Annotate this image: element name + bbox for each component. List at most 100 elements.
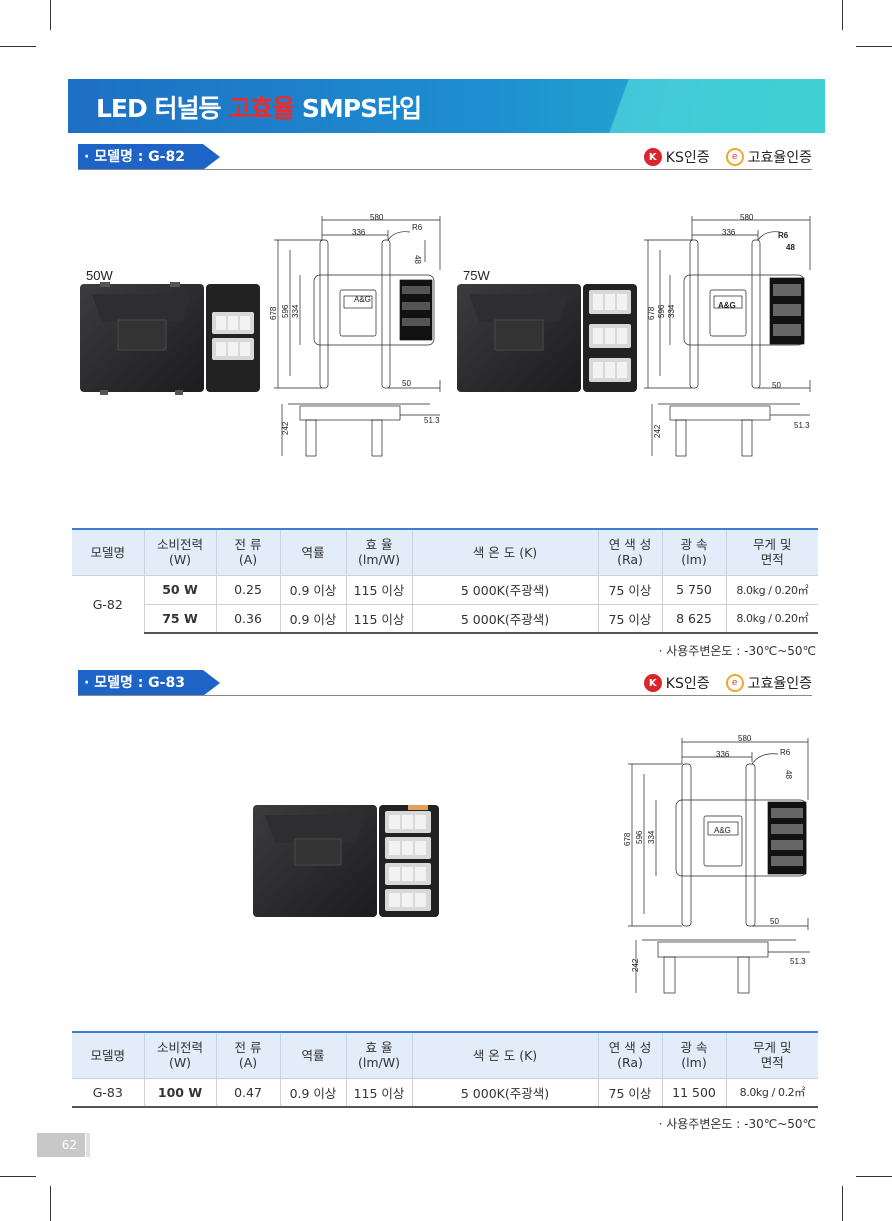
svg-text:678: 678 (623, 832, 632, 846)
header-cell: 전 류(A) (215, 529, 280, 575)
spec-table-g83: 모델명 소비전력(W) 전 류(A) 역률 효 율(lm/W) 색 온 도 (K… (72, 1031, 818, 1108)
lamp-photo-50w (80, 282, 260, 395)
efficiency-cert-label: 고효율인증 (747, 676, 812, 692)
current-cell: 0.25 (215, 574, 280, 604)
efficiency-mark-icon: e (725, 148, 744, 166)
svg-text:48: 48 (786, 243, 795, 252)
svg-text:242: 242 (653, 424, 662, 438)
crop-mark (856, 1176, 892, 1177)
table-row: G-83 100 W 0.47 0.9 이상 115 이상 5 000K(주광색… (72, 1077, 818, 1108)
ks-mark-icon: K (643, 674, 662, 692)
svg-text:336: 336 (722, 228, 736, 237)
header-cell: 광 속(lm) (661, 1032, 726, 1078)
cri-cell: 75 이상 (597, 603, 662, 634)
lamp-photo-100w (253, 805, 439, 917)
svg-text:50: 50 (770, 917, 779, 926)
svg-text:R6: R6 (412, 223, 423, 232)
svg-text:A&G: A&G (354, 295, 371, 304)
svg-text:A&G: A&G (714, 826, 731, 835)
crop-mark (0, 46, 36, 47)
model-label-g82: · 모델명 : G-82 (78, 144, 220, 170)
table-header-row: 모델명 소비전력(W) 전 류(A) 역률 효 율(lm/W) 색 온 도 (K… (72, 529, 818, 575)
page-number-accent (86, 1133, 90, 1157)
power-cell: 50 W (143, 574, 216, 604)
cct-cell: 5 000K(주광색) (411, 603, 598, 634)
svg-text:48: 48 (413, 255, 422, 264)
header-cell: 소비전력(W) (143, 529, 216, 575)
tech-drawing-100w: 580 336 R6 48 678 596 334 A&G 50 242 51.… (623, 734, 810, 994)
photo-label-75w: 75W (463, 268, 490, 283)
efficiency-cell: 115 이상 (345, 1077, 412, 1108)
model-cell: G-82 (72, 574, 144, 633)
lamp-photo-75w (457, 284, 637, 392)
spec-table-g82: 모델명 소비전력(W) 전 류(A) 역률 효 율(lm/W) 색 온 도 (K… (72, 528, 818, 634)
cri-cell: 75 이상 (597, 574, 662, 604)
svg-text:336: 336 (352, 228, 366, 237)
svg-text:48: 48 (784, 770, 793, 779)
svg-text:580: 580 (740, 213, 754, 222)
title-highlight: 고효율 (228, 94, 295, 123)
svg-text:51.3: 51.3 (790, 957, 806, 966)
table-row: 75 W 0.36 0.9 이상 115 이상 5 000K(주광색) 75 이… (72, 603, 818, 634)
crop-mark (842, 1186, 843, 1221)
header-cell: 모델명 (72, 1032, 144, 1078)
svg-text:242: 242 (631, 958, 640, 972)
current-cell: 0.36 (215, 603, 280, 634)
cri-cell: 75 이상 (597, 1077, 662, 1108)
header-cell: 연 색 성(Ra) (597, 529, 662, 575)
header-cell: 역률 (279, 529, 346, 575)
svg-text:596: 596 (657, 304, 666, 318)
header-cell: 역률 (279, 1032, 346, 1078)
svg-text:50: 50 (402, 379, 411, 388)
power-cell: 75 W (143, 603, 216, 634)
svg-text:334: 334 (291, 304, 300, 318)
header-cell: 연 색 성(Ra) (597, 1032, 662, 1078)
flux-cell: 11 500 (661, 1077, 726, 1108)
ks-cert-label: KS인증 (665, 150, 710, 166)
svg-text:50: 50 (772, 381, 781, 390)
crop-mark (0, 1176, 36, 1177)
power-cell: 100 W (143, 1077, 216, 1108)
table-row: G-82 50 W 0.25 0.9 이상 115 이상 5 000K(주광색)… (72, 574, 818, 633)
header-cell: 전 류(A) (215, 1032, 280, 1078)
header-cell: 색 온 도 (K) (411, 529, 598, 575)
svg-text:A&G: A&G (718, 301, 736, 310)
svg-text:R6: R6 (780, 748, 791, 757)
table-header-row: 모델명 소비전력(W) 전 류(A) 역률 효 율(lm/W) 색 온 도 (K… (72, 1032, 818, 1078)
tech-drawing-75w: 580 336 R6 48 678 596 334 A&G 50 242 51.… (644, 213, 811, 457)
efficiency-cell: 115 이상 (345, 574, 412, 604)
model-label-g83: · 모델명 : G-83 (78, 670, 220, 696)
svg-text:51.3: 51.3 (424, 416, 440, 425)
svg-text:51.3: 51.3 (794, 421, 810, 430)
header-cell: 색 온 도 (K) (411, 1032, 598, 1078)
page-number: 62 (37, 1133, 85, 1157)
cct-cell: 5 000K(주광색) (411, 1077, 598, 1108)
weight-cell: 8.0kg / 0.2㎡ (725, 1077, 818, 1108)
svg-text:678: 678 (647, 306, 656, 320)
operating-temp-note-g82: · 사용주변온도 : -30℃~50℃ (658, 644, 816, 658)
header-cell: 모델명 (72, 529, 144, 575)
title-banner: LED 터널등 고효율 SMPS타입 (68, 79, 825, 133)
crop-mark (842, 0, 843, 30)
header-cell: 효 율(lm/W) (345, 1032, 412, 1078)
page-title: LED 터널등 고효율 SMPS타입 (96, 94, 422, 123)
svg-text:596: 596 (635, 830, 644, 844)
current-cell: 0.47 (215, 1077, 280, 1108)
svg-text:580: 580 (738, 734, 752, 743)
weight-cell: 8.0kg / 0.20㎡ (725, 603, 818, 634)
banner-stripe (495, 79, 825, 133)
section-divider (78, 169, 812, 170)
pf-cell: 0.9 이상 (279, 1077, 346, 1108)
svg-text:334: 334 (667, 304, 676, 318)
svg-text:596: 596 (281, 304, 290, 318)
svg-text:334: 334 (647, 830, 656, 844)
weight-cell: 8.0kg / 0.20㎡ (725, 574, 818, 604)
svg-text:336: 336 (716, 750, 730, 759)
ks-mark-icon: K (643, 148, 662, 166)
svg-text:242: 242 (281, 421, 290, 435)
svg-text:678: 678 (270, 306, 278, 320)
photo-label-50w: 50W (86, 268, 113, 283)
pf-cell: 0.9 이상 (279, 603, 346, 634)
